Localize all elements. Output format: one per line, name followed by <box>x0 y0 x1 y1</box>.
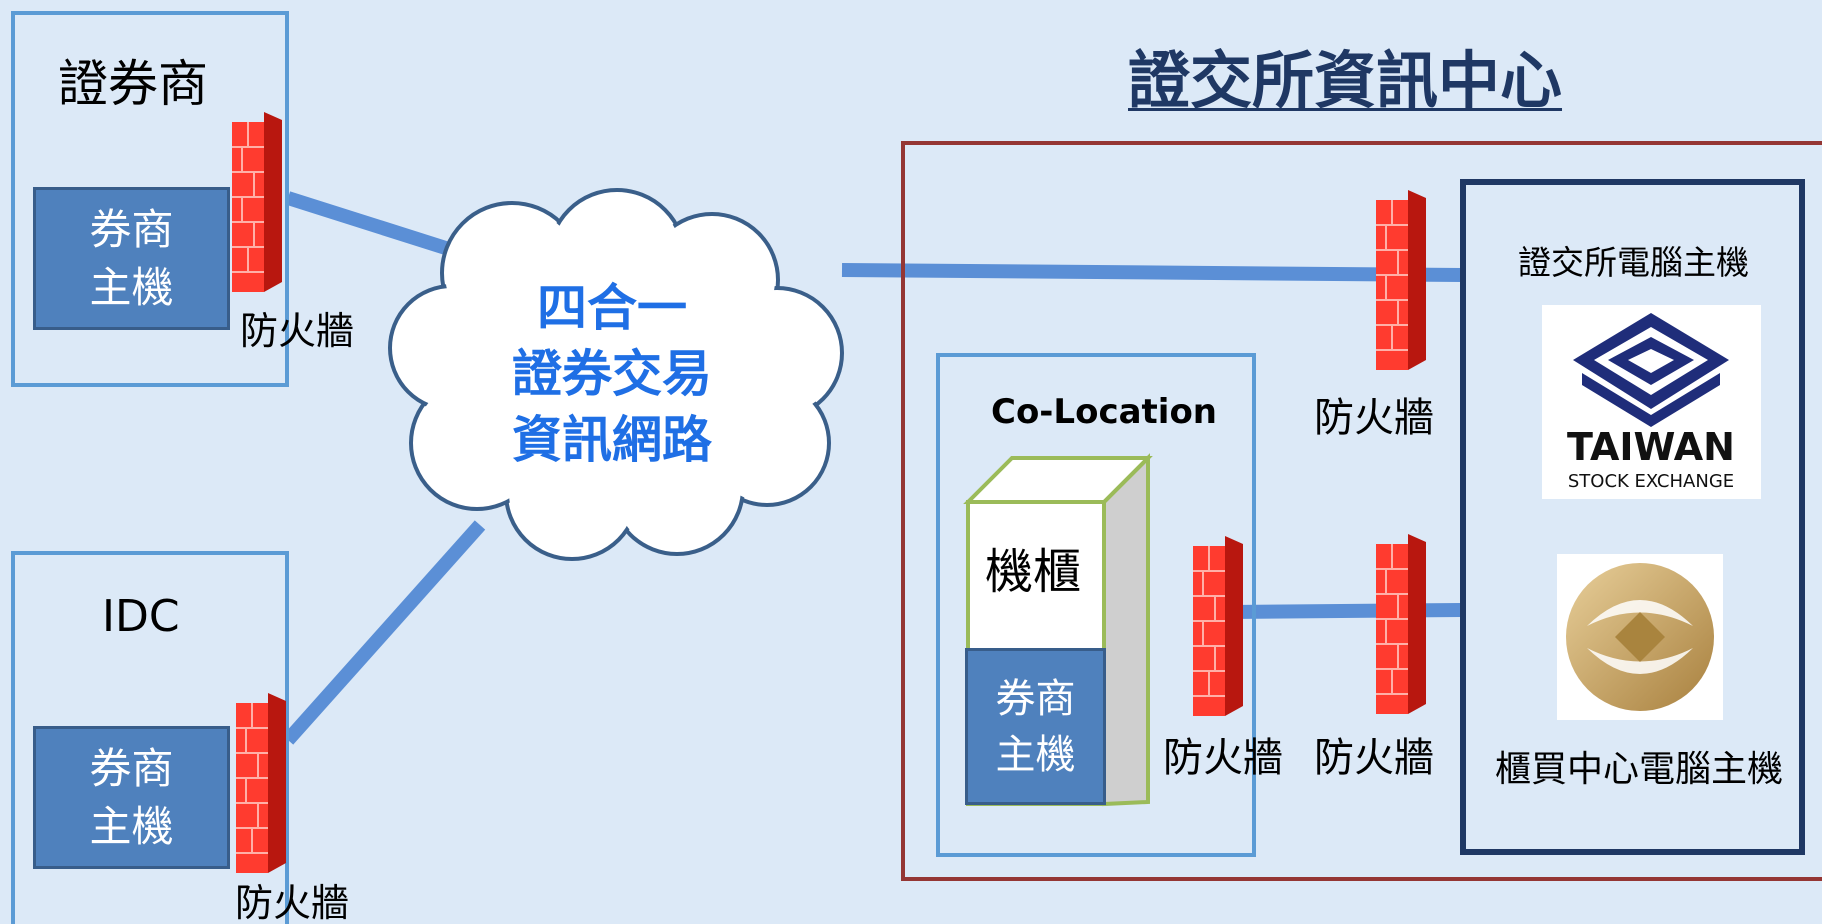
firewall-icon <box>1376 534 1426 714</box>
colocation-title: Co-Location <box>991 392 1218 432</box>
tpex-host-label: 櫃買中心電腦主機 <box>1495 749 1784 790</box>
datacenter-firewall-top-label: 防火牆 <box>1314 395 1434 441</box>
idc-host-line2: 主機 <box>89 801 174 851</box>
firewall-icon <box>236 693 286 873</box>
colocation-box <box>936 353 1256 857</box>
firewall-icon <box>1376 190 1426 370</box>
datacenter-firewall-mid-label: 防火牆 <box>1314 735 1434 781</box>
idc-box <box>11 551 289 924</box>
broker-title: 證券商 <box>58 55 208 113</box>
datacenter-box <box>901 141 1822 881</box>
idc-host: 券商 主機 <box>33 726 230 869</box>
twse-logo-line1: TAIWAN <box>1567 425 1735 469</box>
cloud-to-twse-line <box>841 263 1463 282</box>
broker-firewall-label: 防火牆 <box>240 309 355 353</box>
twse-logo-icon: TAIWAN STOCK EXCHANGE <box>1542 305 1761 499</box>
cloud-icon <box>388 188 844 561</box>
idc-firewall-label: 防火牆 <box>235 881 350 924</box>
colocation-firewall-label: 防火牆 <box>1163 735 1283 781</box>
firewall-icon <box>1193 536 1243 716</box>
colocation-host-line2: 主機 <box>995 731 1076 778</box>
cabinet-label: 機櫃 <box>985 544 1082 600</box>
idc-host-line1: 券商 <box>89 743 174 793</box>
datacenter-title: 證交所資訊中心 <box>1128 44 1563 117</box>
broker-host-line2: 主機 <box>89 262 174 312</box>
colocation-host: 券商 主機 <box>965 648 1106 805</box>
twse-host-label: 證交所電腦主機 <box>1518 243 1749 282</box>
broker-box <box>11 11 289 387</box>
network-line3: 資訊網路 <box>512 411 712 469</box>
tpex-logo-graphic <box>1566 563 1714 711</box>
twse-logo-graphic: TAIWAN STOCK EXCHANGE <box>1567 313 1735 492</box>
idc-title: IDC <box>102 591 180 642</box>
exchange-box <box>1460 179 1805 855</box>
twse-logo-line2: STOCK EXCHANGE <box>1568 471 1734 492</box>
network-line2: 證券交易 <box>512 345 712 403</box>
broker-host-line1: 券商 <box>89 204 174 254</box>
tpex-logo-icon <box>1557 554 1723 720</box>
network-line1: 四合一 <box>537 279 687 337</box>
idc-to-cloud-line <box>282 520 486 745</box>
broker-host: 券商 主機 <box>33 187 230 330</box>
colocation-host-line1: 券商 <box>995 675 1076 722</box>
broker-to-cloud-line <box>285 191 455 257</box>
firewall-icon <box>232 112 282 292</box>
